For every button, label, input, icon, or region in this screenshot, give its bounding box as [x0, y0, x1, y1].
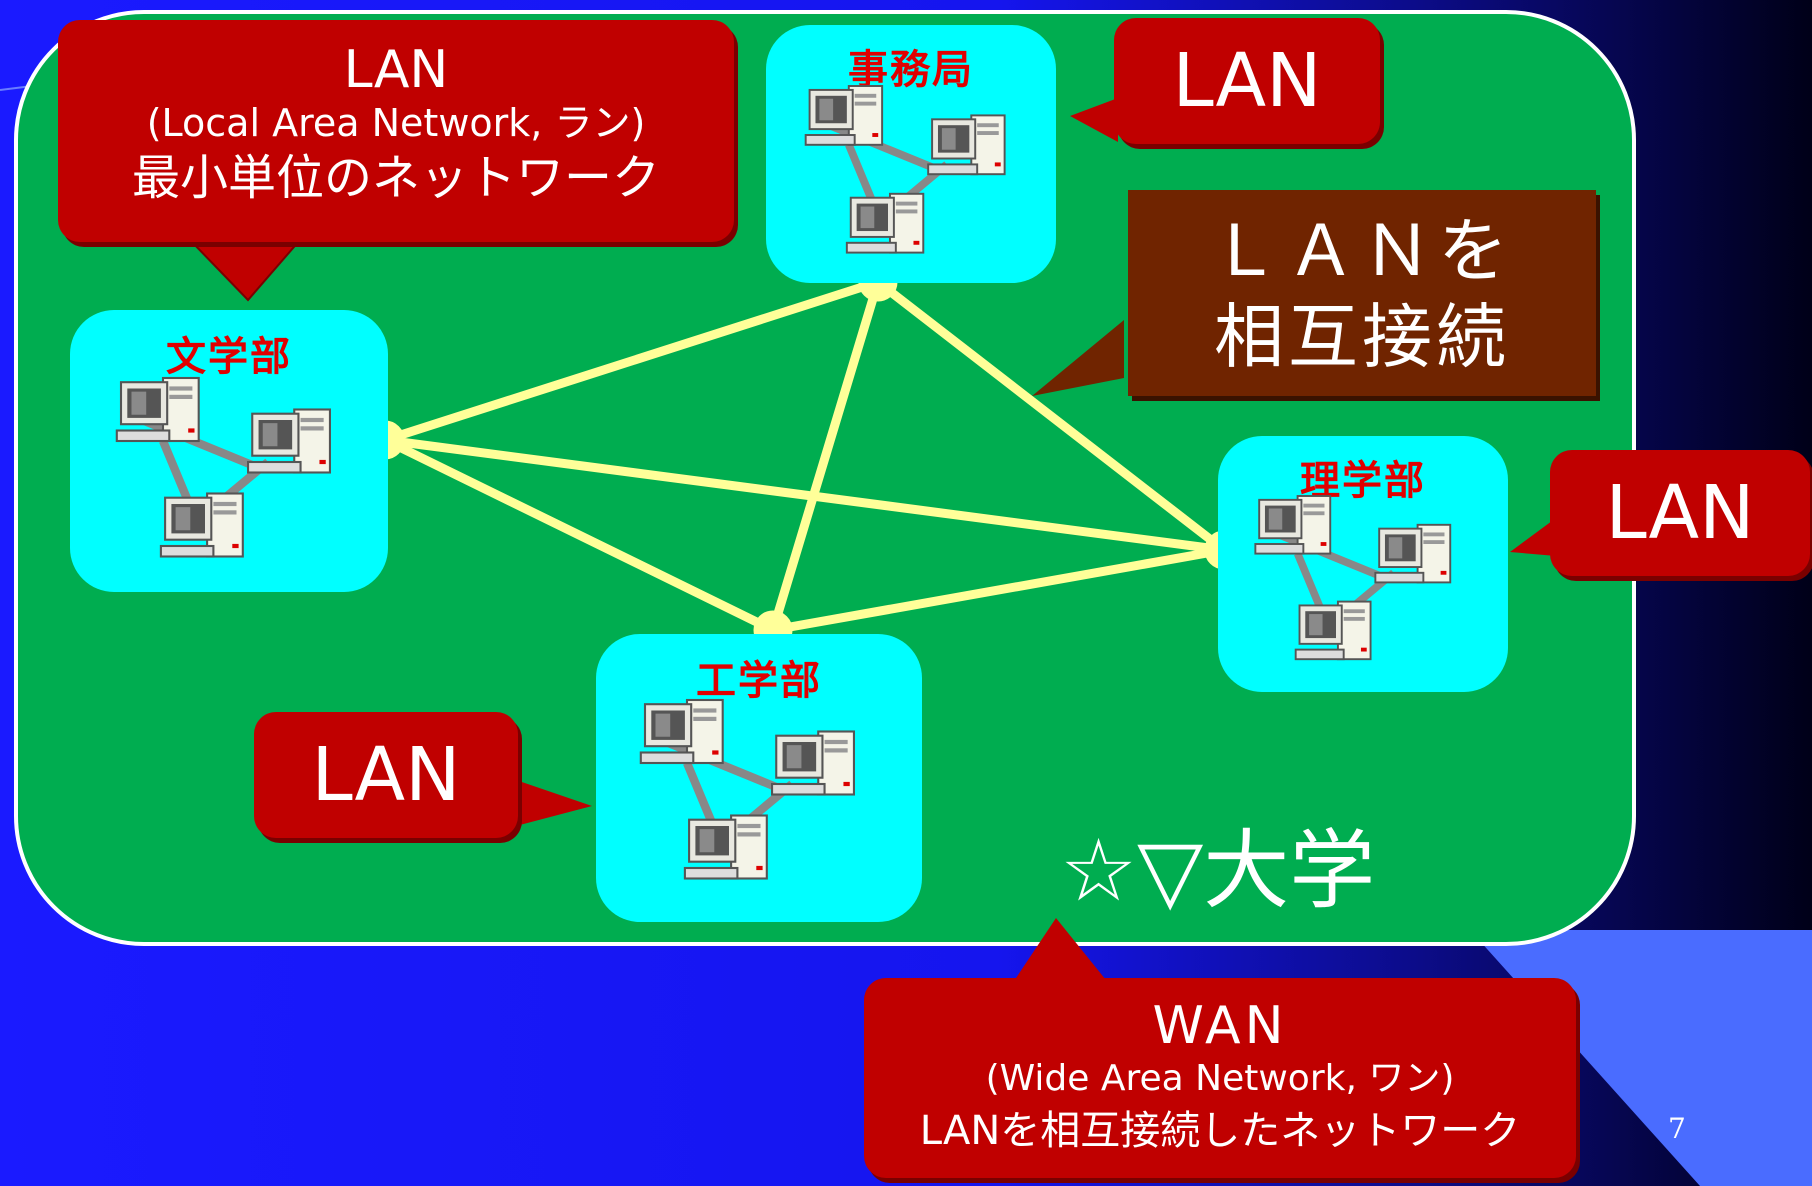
link-bungaku-jimukyoku [380, 277, 883, 445]
callout-lan-definition: LAN (Local Area Network, ラン) 最小単位のネットワーク [58, 20, 734, 242]
callout-lan-rigaku: LAN [1550, 450, 1810, 576]
callout-wan-definition: WAN (Wide Area Network, ワン) LANを相互接続したネッ… [864, 978, 1576, 1178]
lan-jimukyoku-text: LAN [1172, 38, 1322, 124]
interconnect-line1: ＬＡＮを [1210, 210, 1514, 292]
tail-lan-jimukyoku [1070, 98, 1118, 142]
lan-definition-fullname: (Local Area Network, ラン) [146, 101, 646, 145]
tail-interconnect [1032, 320, 1124, 396]
link-bungaku-rigaku [380, 435, 1229, 555]
tail-lan-rigaku [1510, 518, 1556, 556]
tail-lan-definition [187, 239, 303, 302]
link-jimukyoku-kogaku [768, 277, 883, 635]
wan-definition-title: WAN [1152, 996, 1288, 1056]
university-label: ☆▽大学 [1060, 821, 1376, 921]
lan-definition-title: LAN [343, 40, 449, 100]
tail-wan-definition [1008, 918, 1114, 990]
lan-label-bungaku: 文学部 [166, 334, 292, 380]
wan-definition-fullname: (Wide Area Network, ワン) [985, 1058, 1455, 1099]
interconnect-line2: 相互接続 [1214, 296, 1510, 378]
lan-box-rigaku: 理学部 [1218, 436, 1508, 692]
callout-interconnect: ＬＡＮを 相互接続 [1128, 190, 1596, 396]
link-bungaku-kogaku [380, 435, 778, 635]
link-kogaku-rigaku [768, 545, 1229, 635]
lan-rigaku-text: LAN [1605, 470, 1755, 556]
callout-lan-kogaku: LAN [254, 712, 518, 838]
tail-lan-kogaku [516, 780, 592, 826]
lan-kogaku-text: LAN [311, 732, 461, 818]
page-number: 7 [1668, 1112, 1686, 1145]
link-jimukyoku-rigaku [873, 277, 1229, 555]
wan-definition-description: LANを相互接続したネットワーク [919, 1108, 1521, 1154]
callout-lan-jimukyoku: LAN [1114, 18, 1380, 144]
lan-definition-description: 最小単位のネットワーク [131, 150, 660, 206]
lan-label-kogaku: 工学部 [696, 658, 822, 704]
